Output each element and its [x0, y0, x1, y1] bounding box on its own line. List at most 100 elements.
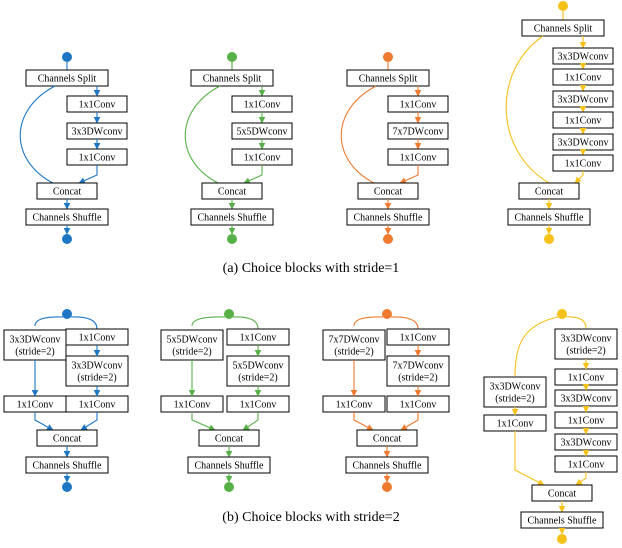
1x1conv-box: 1x1Conv: [226, 395, 290, 413]
1x1conv-box-label: 1x1Conv: [568, 416, 605, 427]
left-branch-edge: [514, 316, 559, 377]
1x1conv-box-label: 1x1Conv: [79, 333, 116, 344]
left-to-concat-edge: [34, 412, 54, 431]
right-branch-edge: [565, 316, 587, 329]
3x3dwconv-box: 3x3DWconv: [552, 90, 614, 108]
stride1-block-1: Channels Split1x1Conv3x3DWconv1x1ConvCon…: [19, 52, 128, 244]
channels-shuffle-box-label: Channels Shuffle: [33, 213, 103, 224]
concat-box-label: Concat: [53, 434, 82, 445]
stride2-output-node: [382, 482, 392, 492]
caption-stride2: (b) Choice blocks with stride=2: [222, 510, 399, 525]
3x3dwconv-box-label: 3x3DWconv: [557, 52, 608, 63]
1x1conv-box-label: 1x1Conv: [568, 373, 605, 384]
concat-box: Concat: [518, 182, 580, 200]
1x1conv-box: 1x1Conv: [554, 411, 618, 429]
3x3dwconv-stride-2-box-label: (stride=2): [77, 373, 117, 384]
3x3dwconv-stride-2-box-label: (stride=2): [566, 346, 606, 357]
op-to-concat-edge: [78, 165, 98, 184]
1x1conv-box: 1x1Conv: [552, 68, 614, 86]
7x7dwconv-stride-2-box-rect: [322, 329, 386, 361]
3x3dwconv-box: 3x3DWconv: [552, 133, 614, 151]
stride2-input-node: [62, 309, 72, 319]
stride2-block-1: 3x3DWconv(stride=2)1x1Conv1x1Conv3x3DWco…: [3, 309, 129, 492]
right-to-concat-edge: [400, 412, 419, 431]
channels-shuffle-box-label: Channels Shuffle: [528, 516, 598, 527]
stride2-blocks-group: 3x3DWconv(stride=2)1x1Conv1x1Conv3x3DWco…: [3, 309, 618, 544]
left-branch-edge: [191, 316, 226, 327]
stride1-output-node: [544, 234, 554, 244]
channels-split-box-label: Channels Split: [38, 74, 97, 85]
3x3dwconv-box: 3x3DWconv: [554, 389, 618, 407]
channels-shuffle-box: Channels Shuffle: [25, 456, 109, 474]
7x7dwconv-stride-2-box: 7x7DWconv(stride=2): [322, 329, 386, 361]
stride1-input-node: [558, 1, 568, 11]
1x1conv-box: 1x1Conv: [160, 395, 224, 413]
channels-split-box-label: Channels Split: [534, 24, 593, 35]
stride2-input-node: [382, 309, 392, 319]
concat-box-label: Concat: [215, 434, 244, 445]
stride1-block-2: Channels Split1x1Conv5x5DWconv1x1ConvCon…: [184, 52, 293, 244]
left-to-concat-edge: [353, 412, 374, 431]
3x3dwconv-stride-2-box-label: 3x3DWconv: [9, 335, 60, 346]
left-to-concat-edge: [191, 412, 216, 431]
concat-box: Concat: [198, 429, 260, 447]
concat-box-label: Concat: [374, 187, 403, 198]
stride1-output-node: [227, 234, 237, 244]
7x7dwconv-stride-2-box-rect: [386, 355, 450, 387]
7x7dwconv-stride-2-box-label: (stride=2): [334, 347, 374, 358]
1x1conv-box-label: 1x1Conv: [244, 153, 281, 164]
stride2-output-node: [224, 482, 234, 492]
1x1conv-box-label: 1x1Conv: [336, 400, 373, 411]
1x1conv-box: 1x1Conv: [231, 148, 293, 166]
3x3dwconv-box-label: 3x3DWconv: [560, 394, 611, 405]
channels-split-box-rect: [190, 69, 274, 87]
3x3dwconv-stride-2-box-label: 3x3DWconv: [71, 361, 122, 372]
3x3dwconv-box: 3x3DWconv: [554, 433, 618, 451]
3x3dwconv-stride-2-box: 3x3DWconv(stride=2): [3, 329, 67, 361]
stride2-block-4: 3x3DWconv (stride=2) 1x1Conv 3x3DWconv (stri…: [483, 309, 618, 544]
stride2-block-2: 5x5DWconv(stride=2)1x1Conv1x1Conv5x5DWco…: [160, 309, 290, 492]
stride2-input-node: [224, 309, 234, 319]
1x1conv-box: 1x1Conv: [386, 395, 450, 413]
concat-box-label: Concat: [373, 434, 402, 445]
right-to-concat-edge: [242, 412, 259, 431]
1x1conv-box: 1x1Conv: [65, 328, 129, 346]
stride2-input-node: [557, 309, 567, 319]
channels-split-box: Channels Split: [25, 69, 109, 87]
stride1-output-node: [383, 234, 393, 244]
right-branch-edge: [70, 316, 98, 330]
concat-box-label: Concat: [548, 489, 577, 500]
right-branch-edge: [232, 316, 259, 330]
concat-box: Concat: [531, 484, 593, 502]
3x3dwconv-stride-2-box-label: (stride=2): [495, 394, 535, 405]
1x1conv-box: 1x1Conv: [554, 455, 618, 473]
stride2-output-node: [62, 482, 72, 492]
concat-box: Concat: [356, 429, 418, 447]
right-to-concat-edge: [575, 472, 587, 486]
concat-box-label: Concat: [53, 187, 82, 198]
op-to-concat-edge: [574, 171, 584, 184]
5x5dwconv-stride-2-box-rect: [226, 355, 290, 387]
7x7dwconv-box: 7x7DWconv: [387, 122, 449, 140]
1x1conv-box: 1x1Conv: [483, 414, 547, 432]
3x3dwconv-stride-2-box-label: (stride=2): [15, 347, 55, 358]
stride1-block-4: Channels Split 3x3DWconv 1x1Conv 3x3DWconv 1…: [505, 1, 614, 244]
channels-split-box: Channels Split: [346, 69, 430, 87]
channels-split-box-rect: [521, 19, 605, 37]
1x1conv-box: 1x1Conv: [66, 148, 128, 166]
3x3dwconv-stride-2-box-rect: [483, 376, 547, 408]
7x7dwconv-stride-2-box-label: (stride=2): [398, 373, 438, 384]
7x7dwconv-stride-2-box-label: 7x7DWconv: [328, 335, 379, 346]
op-to-concat-edge: [399, 165, 419, 184]
7x7dwconv-stride-2-box-label: 7x7DWconv: [392, 361, 443, 372]
shortcut-edge: [184, 85, 221, 184]
op-to-concat-edge: [243, 165, 263, 184]
channels-shuffle-box-label: Channels Shuffle: [198, 213, 268, 224]
3x3dwconv-stride-2-box-rect: [3, 329, 67, 361]
5x5dwconv-box: 5x5DWconv: [231, 122, 293, 140]
channels-shuffle-box: Channels Shuffle: [520, 511, 604, 529]
1x1conv-box-label: 1x1Conv: [17, 400, 54, 411]
channels-shuffle-box: Channels Shuffle: [346, 208, 430, 226]
1x1conv-box-label: 1x1Conv: [565, 159, 602, 170]
3x3dwconv-box: 3x3DWconv: [66, 122, 128, 140]
